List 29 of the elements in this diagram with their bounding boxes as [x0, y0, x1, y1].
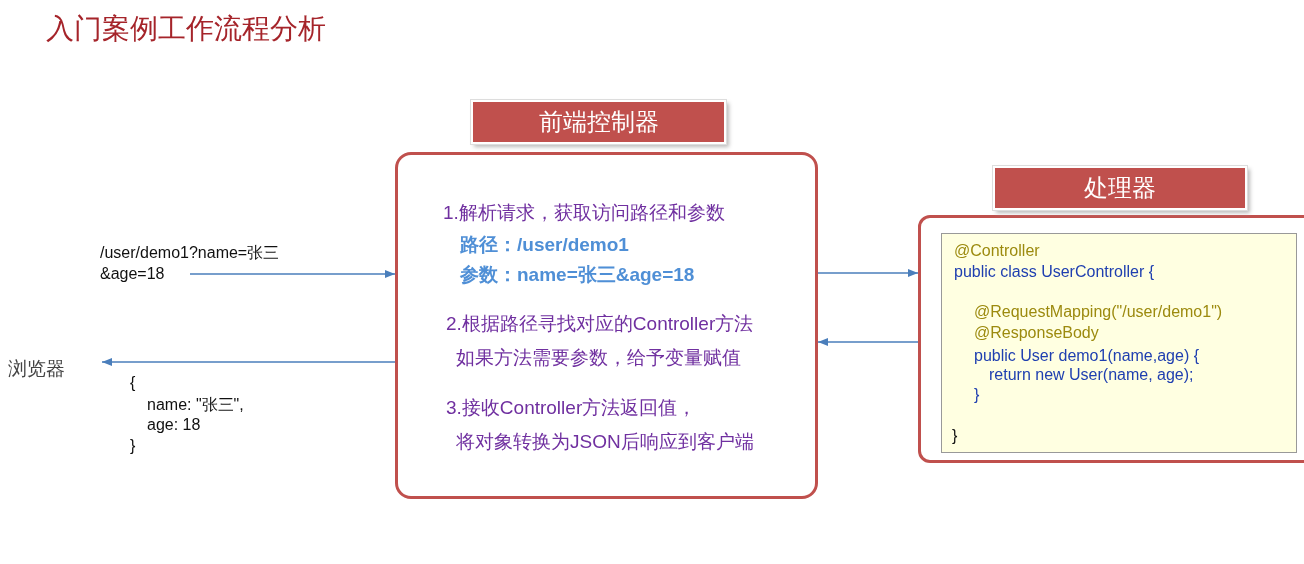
- json-text: age: 18: [147, 416, 201, 434]
- code-line: }: [952, 427, 958, 445]
- node-heading: 前端控制器: [471, 100, 726, 144]
- step-text: 将对象转换为JSON后响应到客户端: [456, 430, 754, 454]
- json-text: }: [130, 437, 136, 455]
- step-text: 如果方法需要参数，给予变量赋值: [456, 346, 741, 370]
- code-box: [941, 233, 1297, 453]
- arrow: [817, 268, 919, 278]
- code-line: @Controller: [954, 242, 1040, 260]
- step-text: 路径：/user/demo1: [460, 233, 629, 257]
- code-line: }: [974, 386, 980, 404]
- json-text: name: "张三",: [147, 395, 244, 415]
- code-line: @RequestMapping("/user/demo1"): [974, 303, 1223, 321]
- step-text: 3.接收Controller方法返回值，: [446, 396, 697, 420]
- node-heading: 处理器: [993, 166, 1247, 210]
- arrow: [817, 337, 919, 347]
- browser-label: 浏览器: [8, 357, 65, 381]
- step-text: 参数：name=张三&age=18: [460, 263, 695, 287]
- title: 入门案例工作流程分析: [46, 12, 326, 46]
- code-line: public User demo1(name,age) {: [974, 347, 1199, 365]
- edge-label: /user/demo1?name=张三&age=18: [100, 243, 281, 284]
- arrow: [101, 357, 396, 367]
- code-line: return new User(name, age);: [989, 366, 1194, 384]
- step-text: 1.解析请求，获取访问路径和参数: [443, 201, 725, 225]
- code-line: public class UserController {: [954, 263, 1155, 281]
- step-text: 2.根据路径寻找对应的Controller方法: [446, 312, 754, 336]
- arrow: [189, 269, 396, 279]
- code-line: @ResponseBody: [974, 324, 1099, 342]
- json-text: {: [130, 374, 136, 392]
